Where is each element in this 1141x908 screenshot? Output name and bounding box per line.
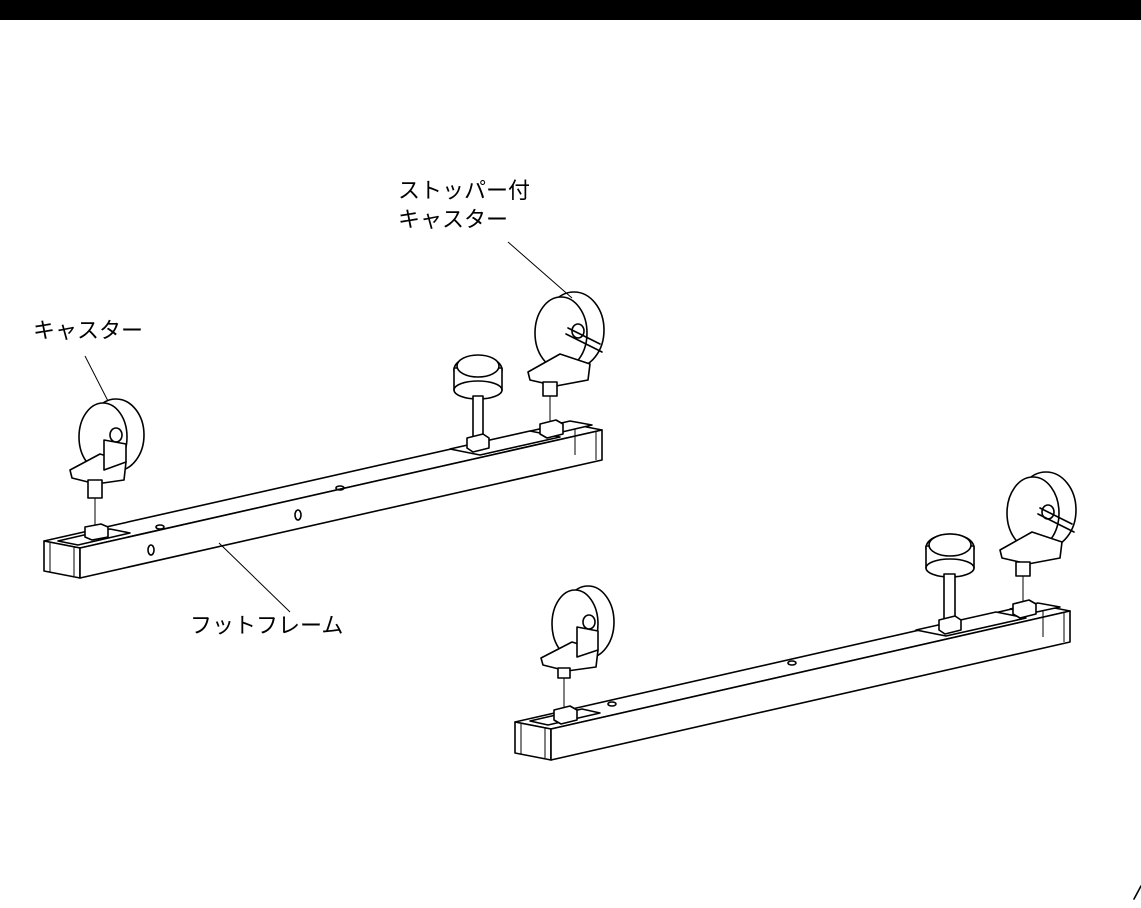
caster-label: キャスター	[33, 319, 144, 344]
adjuster-2	[925, 533, 975, 635]
caster-2	[540, 585, 615, 725]
corner-mark	[1133, 885, 1141, 900]
stopper-caster-1	[527, 291, 605, 439]
top-black-bar	[0, 0, 1141, 20]
stopper-caster-label-line1: ストッパー付	[398, 179, 531, 204]
foot-frame-label: フットフレーム	[190, 614, 344, 639]
stopper-caster-2	[999, 471, 1077, 619]
stopper-caster-leader-line	[507, 241, 573, 299]
caster-leader-line	[84, 355, 109, 402]
foot-frame-leader-line	[218, 542, 291, 613]
stopper-caster-label-line2: キャスター	[398, 208, 509, 233]
adjuster-1	[453, 354, 503, 453]
caster-1	[69, 398, 145, 541]
